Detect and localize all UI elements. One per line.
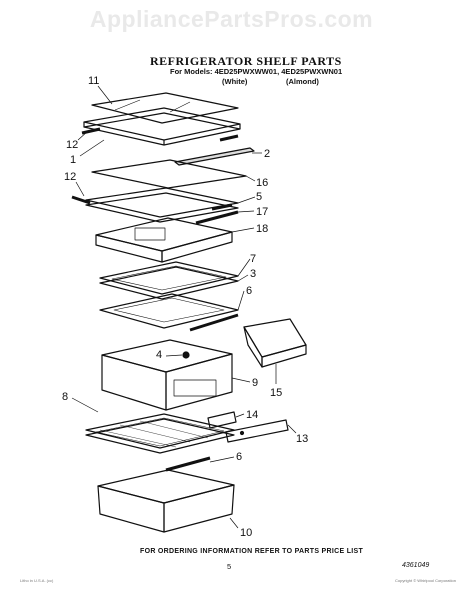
rail-part-6-lower (165, 456, 211, 472)
callout-16: 16 (256, 177, 268, 189)
crisper-cover-part-18 (95, 217, 233, 263)
shelf-frame-part-1 (81, 107, 241, 146)
fine-print-right: Copyright © Whirlpool Corporation (395, 578, 456, 583)
document-number: 4361049 (402, 562, 430, 569)
drawer-part-10 (97, 469, 235, 533)
lower-shelf-part-8 (85, 413, 235, 454)
color-white-label: (White) (222, 77, 248, 86)
page-number: 5 (227, 562, 232, 571)
callout-8: 8 (62, 391, 68, 403)
callout-15: 15 (270, 387, 282, 399)
callout-14: 14 (246, 409, 258, 421)
ordering-note: FOR ORDERING INFORMATION REFER TO PARTS … (140, 548, 364, 555)
callout-12-lower: 12 (64, 171, 76, 183)
callout-4: 4 (156, 349, 162, 361)
callout-17: 17 (256, 206, 268, 218)
callout-18: 18 (256, 223, 268, 235)
color-almond-label: (Almond) (286, 77, 319, 86)
shelf-frame-part-5 (71, 187, 239, 223)
callout-2: 2 (264, 148, 270, 160)
model-numbers: For Models: 4ED25PWXWW01, 4ED25PWXWN01 (170, 67, 343, 76)
callout-11: 11 (88, 75, 99, 87)
callout-3: 3 (250, 268, 256, 280)
dairy-bin-part-15 (243, 318, 307, 368)
cover-frame-part-3 (99, 261, 239, 300)
callout-13: 13 (296, 433, 308, 445)
trim-strip-part-2 (174, 147, 255, 166)
callout-6-lower: 6 (236, 451, 242, 463)
watermark: AppliancePartsPros.com (89, 6, 374, 32)
diagram-title: REFRIGERATOR SHELF PARTS (150, 54, 342, 68)
callout-10: 10 (240, 527, 252, 539)
callout-12-upper: 12 (66, 139, 78, 151)
callout-9: 9 (252, 377, 258, 389)
glass-shelf-part-16 (91, 159, 247, 189)
callout-6-upper: 6 (246, 285, 252, 297)
callout-1: 1 (70, 154, 76, 166)
callout-5: 5 (256, 191, 262, 203)
callout-7: 7 (250, 253, 256, 265)
crisper-drawer-part-9 (101, 339, 233, 411)
rail-part-17 (195, 210, 239, 225)
crisper-frame-part-6 (99, 293, 239, 332)
fine-print-left: Litho in U.S.A. (cc) (20, 578, 54, 583)
